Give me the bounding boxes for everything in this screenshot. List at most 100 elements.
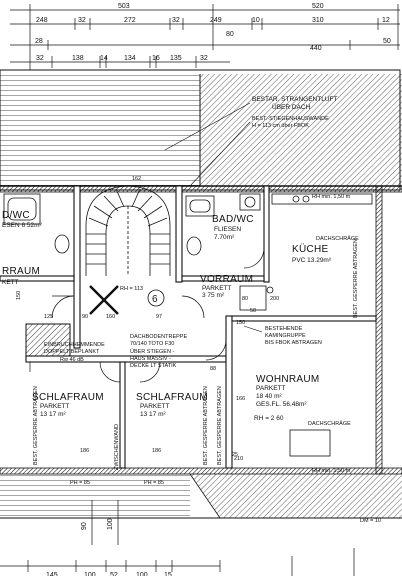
bottom-dimension-labels: 145 100 52 100 15 90 100 xyxy=(46,518,172,576)
interior-walls xyxy=(0,185,377,469)
note-chimney-2: KAMINGRUPPE xyxy=(265,333,306,339)
dim-in-200: 200 xyxy=(270,296,279,302)
dim-v-100: 100 xyxy=(107,518,114,530)
roof-lower xyxy=(0,473,402,545)
dim-in-166: 166 xyxy=(236,396,245,402)
room-schlaf2-sub: PARKETT xyxy=(140,403,170,410)
note-roof-slope-1: DACHSCHRÄGE xyxy=(316,235,359,242)
room-best-2: BEST. GESPERRE ABTRAGEN xyxy=(203,386,209,465)
dim-10: 10 xyxy=(252,17,260,24)
room-best-1: BEST. GESPERRE ABTRAGEN xyxy=(33,386,39,465)
room-vorraum-left-sub: KETT xyxy=(2,279,19,286)
rh-top: RH min. 1,50 m xyxy=(312,194,351,200)
note-chimney-3: BIS FBOK ABTRAGEN xyxy=(265,340,322,346)
roof-upper xyxy=(0,69,402,191)
dim-50: 50 xyxy=(383,38,391,45)
room-vorraum-sub: PARKETT xyxy=(202,285,232,292)
note-door-3: Rw 46 dB xyxy=(60,357,84,363)
dim-in-88: 88 xyxy=(210,366,216,372)
dim-in-50: 50 xyxy=(250,308,256,314)
dim-b-100: 100 xyxy=(84,572,96,576)
dim-134: 134 xyxy=(124,55,136,62)
dim-in-210: 210 xyxy=(234,456,243,462)
dim-440: 440 xyxy=(310,45,322,52)
fixtures xyxy=(3,193,373,457)
dim-14: 14 xyxy=(100,55,108,62)
dim-138: 138 xyxy=(72,55,84,62)
dim-in-90: 90 xyxy=(82,314,88,320)
note-attic-4: HAUS MASSIV - xyxy=(130,356,171,362)
room-wohnraum-rh: RH = 2 60 xyxy=(254,415,284,422)
room-bad-left-title: D/WC xyxy=(2,210,30,221)
dim-16: 16 xyxy=(152,55,160,62)
room-schlaf2-title: SCHLAFRAUM xyxy=(136,392,208,403)
dim-310: 310 xyxy=(312,17,324,24)
dim-in-150: 150 xyxy=(236,320,245,326)
dim-in-80: 80 xyxy=(242,296,248,302)
dim-v-90: 90 xyxy=(81,522,88,530)
attic-ladder-box xyxy=(25,323,71,357)
room-vorraum-area: 3 75 m² xyxy=(202,292,225,299)
dim-32b: 32 xyxy=(172,17,180,24)
room-schlaf2-area: 13 17 m² xyxy=(140,411,166,418)
room-kueche-title: KÜCHE xyxy=(292,243,329,255)
dim-248: 248 xyxy=(36,17,48,24)
dim-in-186: 186 xyxy=(80,448,89,454)
room-vorraum-left: RRAUM xyxy=(2,266,40,277)
room-bad-right-area: 7.70m² xyxy=(214,234,235,241)
dim-520: 520 xyxy=(312,3,324,10)
note-wall-2: H = 113 cm über FBOK xyxy=(252,123,309,129)
dim-b-145: 145 xyxy=(46,572,58,576)
dim-12: 12 xyxy=(382,17,390,24)
ph-right: PH = 85 xyxy=(144,480,164,486)
top-dimensions xyxy=(10,4,400,70)
room-labels: D/WC ESEN 6 52m² BAD/WC FLIESEN 7.70m² K… xyxy=(2,210,359,470)
ph-left: PH = 85 xyxy=(70,480,90,486)
room-best-3: BEST. GESPERRE ABTRAGEN xyxy=(217,386,223,465)
note-chimney-1: BESTEHENDE xyxy=(265,326,303,332)
note-attic-5: DECKE LT STATIK xyxy=(130,363,177,369)
room-bad-right-title: BAD/WC xyxy=(212,214,254,225)
note-roof-slope-2: DACHSCHRÄGE xyxy=(308,420,351,427)
inner-dimensions: 80 200 50 150 125 90 160 97 186 186 210 … xyxy=(16,291,279,462)
note-wall-1: BEST.-STIEGENHAUSWANDE xyxy=(252,116,329,122)
top-dimension-labels: 503 520 248 32 272 32 249 10 310 12 28 8… xyxy=(35,3,391,62)
room-kueche-sub: PVC 13.29m² xyxy=(292,257,332,264)
dim-32c: 32 xyxy=(36,55,44,62)
stairs-number: 6 xyxy=(152,294,158,305)
dim-in-125: 125 xyxy=(44,314,53,320)
dim-32d: 32 xyxy=(200,55,208,62)
dim-b-100b: 100 xyxy=(136,572,148,576)
room-wohnraum-area: 18 40 m² xyxy=(256,393,282,400)
dim-in-160: 160 xyxy=(106,314,115,320)
dim-in-25: 25 xyxy=(232,452,238,458)
bottom-dimensions xyxy=(0,548,355,576)
dim-in-97: 97 xyxy=(156,314,162,320)
dim-249: 249 xyxy=(210,17,222,24)
room-wohnraum-sub: PARKETT xyxy=(256,385,286,392)
note-vent-1: BESTAR. STRANGENTLUFT xyxy=(252,96,338,103)
note-attic-1: DACHBODENTREPPE xyxy=(130,334,187,340)
dim-in-186b: 186 xyxy=(152,448,161,454)
room-schlaf1-sub: PARKETT xyxy=(40,403,70,410)
room-wohnraum-ges: GES.FL. 56.48m² xyxy=(256,401,307,408)
stair-cut-label: 162 xyxy=(132,176,141,182)
note-attic-3: ÜBER STIEGEN - xyxy=(130,348,174,355)
dim-503: 503 xyxy=(118,3,130,10)
note-door-2: DOPPELT BEPLANKT xyxy=(44,349,100,355)
dm-note: DM = 10 xyxy=(360,518,381,524)
room-best-4: BEST. GESPERRE ABTRAGEN xyxy=(353,239,359,318)
room-bad-left-sub: ESEN 6 52m² xyxy=(2,222,43,229)
note-door-1: EINBRUCHHEMMENDE xyxy=(44,342,105,348)
doors xyxy=(29,247,265,383)
annotations: BESTAR. STRANGENTLUFT ÜBER DACH BEST.-ST… xyxy=(44,96,359,427)
dim-135: 135 xyxy=(170,55,182,62)
room-vorraum-title: VORRAUM xyxy=(200,274,253,285)
dim-b-52: 52 xyxy=(110,572,118,576)
room-bad-right-sub: FLIESEN xyxy=(214,226,241,233)
stair-height-label: RH = 113 xyxy=(120,286,143,292)
room-zwischenwand: ZWISCHENWAND xyxy=(114,424,120,470)
room-wohnraum-title: WOHNRAUM xyxy=(256,374,320,385)
dim-28: 28 xyxy=(35,38,43,45)
